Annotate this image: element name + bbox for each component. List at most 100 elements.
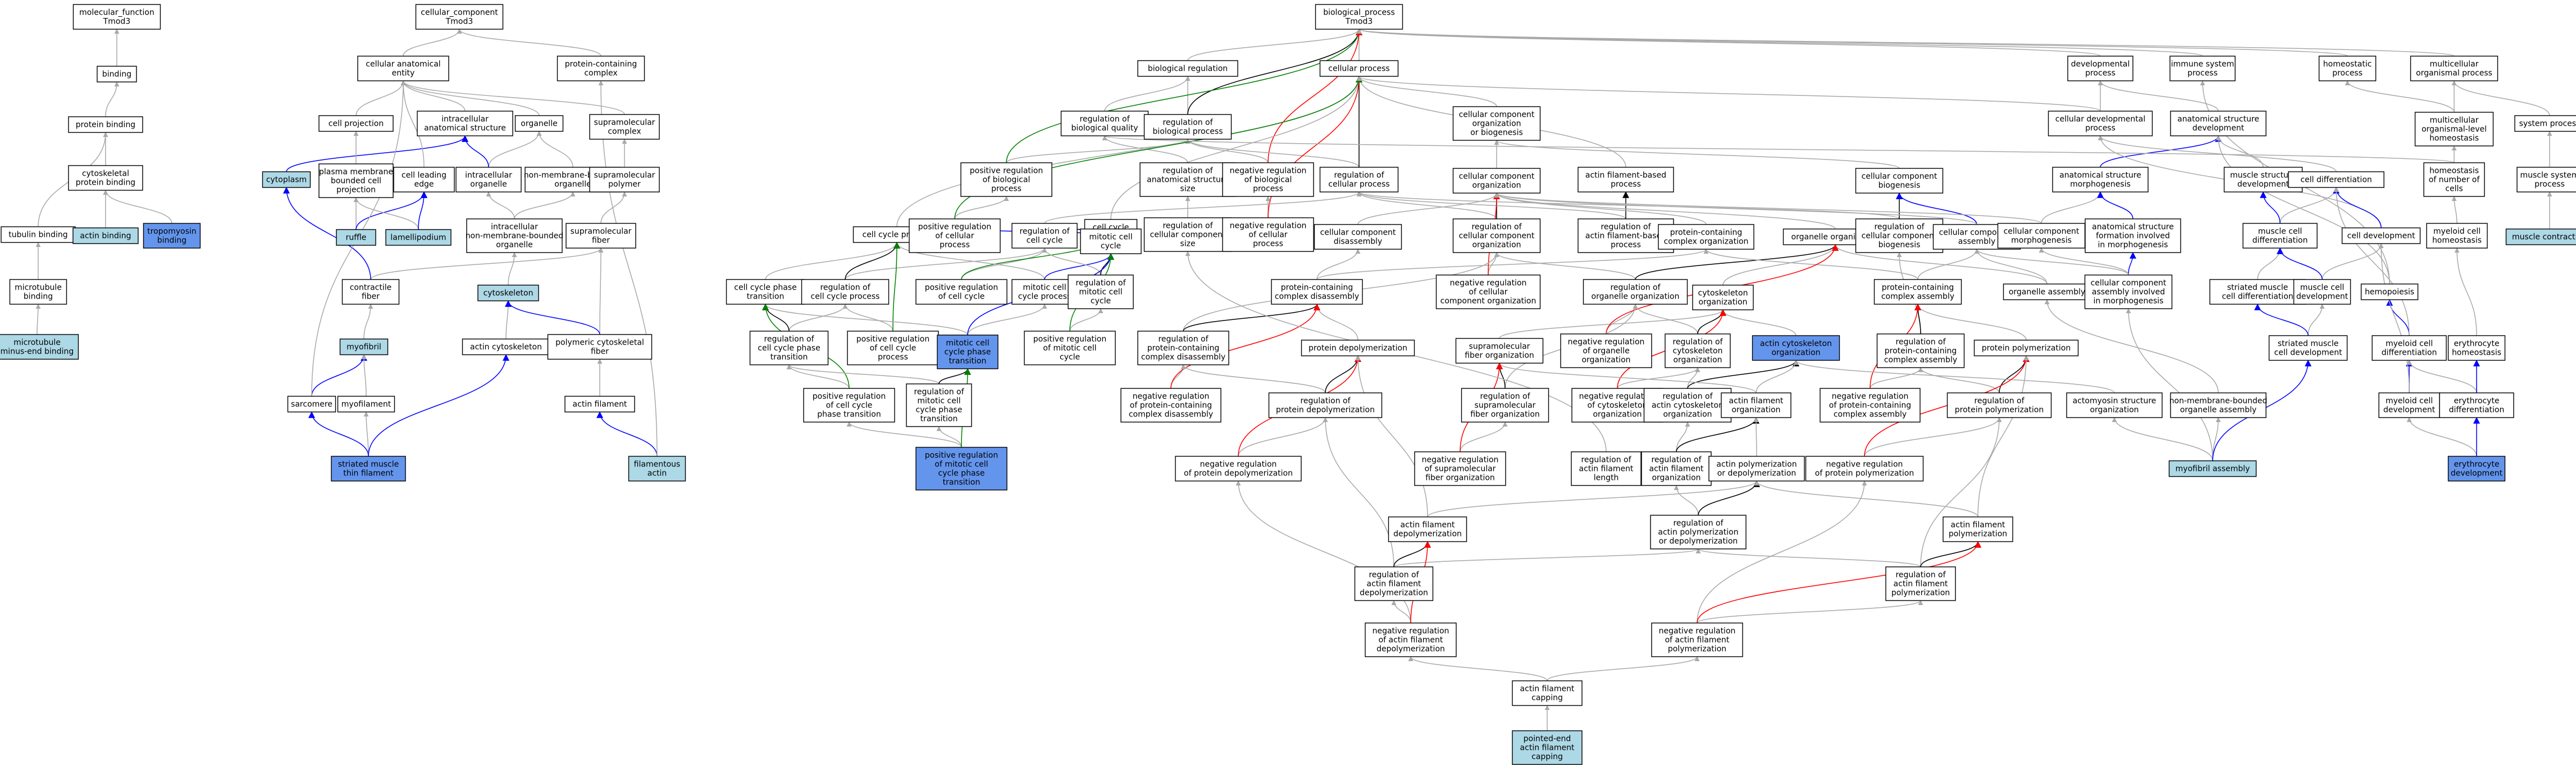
term-node-hemopoiesis[interactable]: hemopoiesis: [2360, 283, 2419, 300]
term-node-actincyto[interactable]: actin cytoskeleton: [462, 338, 550, 355]
term-node-tubbind[interactable]: tubulin binding: [1, 226, 76, 243]
term-node-sysproc[interactable]: system process: [2514, 115, 2576, 132]
term-node-cellproc[interactable]: cellular process: [1319, 60, 1399, 77]
term-node-orgass[interactable]: organelle assembly: [2003, 283, 2091, 300]
term-node-bioreg[interactable]: biological regulation: [1137, 60, 1238, 77]
term-node-protdepol[interactable]: protein depolymerization: [1301, 340, 1415, 356]
term-node-organelle[interactable]: organelle: [514, 115, 564, 132]
term-node-lamelli[interactable]: lamellipodium: [385, 229, 452, 246]
term-node-actbind[interactable]: actin binding: [72, 227, 139, 244]
term-node-muscontr[interactable]: muscle contraction: [2505, 228, 2576, 245]
term-node-sarcomere[interactable]: sarcomere: [287, 396, 336, 413]
term-node-myofilament[interactable]: myofilament: [337, 396, 395, 413]
term-node-actinfil[interactable]: actin filament: [564, 396, 635, 413]
term-node-myofibril[interactable]: myofibril: [339, 338, 389, 355]
term-node-protbind[interactable]: protein binding: [68, 116, 143, 133]
term-node-cytoplasm[interactable]: cytoplasm: [262, 171, 311, 188]
term-node-intranmbo[interactable]: intracellularnon-membrane-boundedorganel…: [466, 218, 564, 253]
term-node-binding[interactable]: binding: [97, 66, 137, 83]
